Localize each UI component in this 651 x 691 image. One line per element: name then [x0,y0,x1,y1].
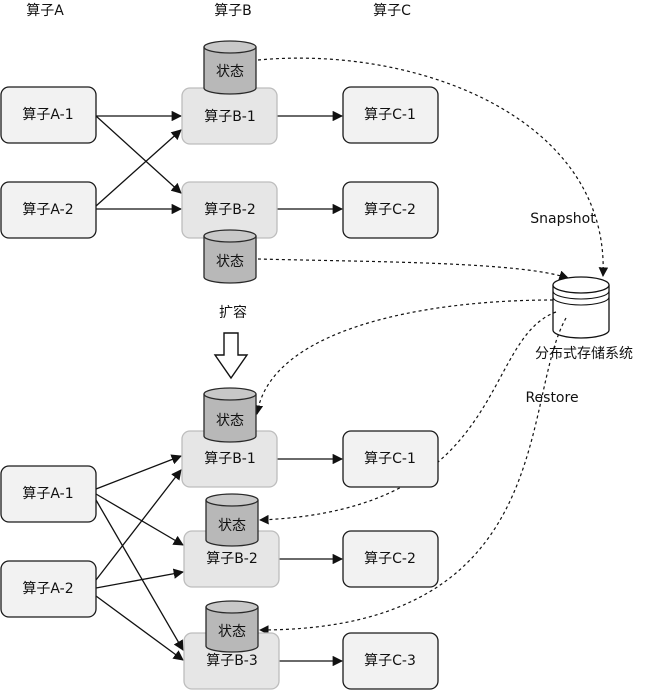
node-b2-top-label: 算子B-2 [204,202,256,218]
node-c1-bottom-label: 算子C-1 [364,451,416,467]
node-c2-top-label: 算子C-2 [364,202,416,218]
node-b1-bottom-label: 算子B-1 [204,451,256,467]
state-label-b3-bottom: 状态 [218,624,246,640]
node-b3-bottom-label: 算子B-3 [206,653,258,669]
state-label-b2-bottom: 状态 [218,518,246,534]
node-c2-bottom-label: 算子C-2 [364,551,416,567]
node-c1-top [342,86,439,144]
column-header-a: 算子A [26,3,64,19]
edge-a1-b3-bottom [95,499,184,651]
node-a1-bottom-label: 算子A-1 [22,486,73,502]
column-header-c: 算子C [373,3,411,19]
node-c2-top [342,181,439,239]
state-cylinder-b1-bottom: 状态 [203,387,257,443]
node-a1-bottom [0,465,97,523]
node-a2-top [0,181,97,239]
node-a2-top-label: 算子A-2 [22,202,73,218]
node-b2-bottom-label: 算子B-2 [206,551,258,567]
column-header-b: 算子B [214,3,252,19]
edge-a1-b2-bottom [95,493,184,546]
edge-a2-b1-bottom [95,469,182,581]
edge-a1-b2 [95,115,182,194]
node-c1-bottom [342,430,439,488]
state-label-b1-top: 状态 [216,64,244,80]
edge-a2-b3-bottom [95,595,184,661]
edge-a2-b2-bottom [95,568,185,589]
state-label-b2-top: 状态 [216,254,244,270]
state-cylinder-b3-bottom: 状态 [205,600,259,653]
distributed-storage-icon [552,276,610,339]
restore-flow-b1 [253,299,554,415]
node-b1-top-label: 算子B-1 [204,109,256,125]
state-label-b1-bottom: 状态 [216,413,244,429]
node-c2-bottom [342,530,439,588]
state-cylinder-b2-top: 状态 [203,229,257,284]
scale-out-label: 扩容 [219,304,247,321]
snapshot-flow-state2 [257,258,569,280]
node-c3-bottom [342,632,439,690]
snapshot-label: Snapshot [530,211,596,227]
node-a1-top [0,86,97,144]
snapshot-flow-state1 [257,57,609,277]
node-c1-top-label: 算子C-1 [364,107,416,123]
state-cylinder-b2-bottom: 状态 [205,493,259,547]
restore-flow-b2 [259,311,557,525]
node-a1-top-label: 算子A-1 [22,107,73,123]
restore-label: Restore [525,390,578,406]
edge-a2-b1 [95,129,182,207]
node-c3-bottom-label: 算子C-3 [364,653,416,669]
node-a2-bottom-label: 算子A-2 [22,581,73,597]
storage-label: 分布式存储系统 [535,346,633,362]
edge-a1-b1-bottom [95,454,182,490]
scale-out-arrow-icon [213,332,249,380]
state-cylinder-b1-top: 状态 [203,40,257,95]
node-a2-bottom [0,560,97,618]
